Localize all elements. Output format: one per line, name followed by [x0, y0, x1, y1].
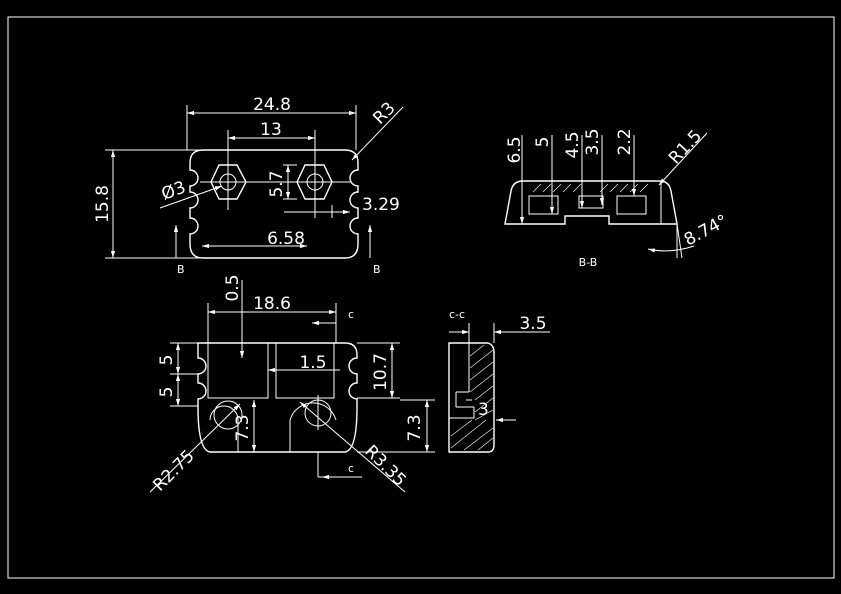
dim-3-cc: 3	[478, 400, 489, 420]
section-bb-hatch	[532, 183, 649, 193]
dim-5-7: 5.7	[267, 170, 287, 197]
dim-24-8: 24.8	[253, 95, 291, 115]
dim-r1-5: R1.5	[665, 126, 706, 168]
drawing-frame	[7, 16, 835, 579]
dim-7-3-right: 7.3	[405, 414, 425, 441]
top-view: 24.8 13 R3 15.8 Ø3 5.7 3.29 6.58 B B	[93, 95, 404, 276]
dim-r2-75: R2.75	[149, 446, 198, 495]
dim-2-2: 2.2	[615, 128, 635, 155]
front-view: 0.5 18.6 c 5 5 1.5 10.7 7.3 7.3	[149, 274, 435, 496]
section-mark-b-left: B	[177, 263, 185, 276]
top-view-outline	[189, 149, 359, 259]
dim-18-6: 18.6	[253, 294, 291, 314]
dim-10-7: 10.7	[371, 353, 391, 391]
section-cc-view: c-c 3.5 3	[448, 308, 550, 453]
section-mark-c-bottom: c	[348, 462, 354, 475]
section-cc-hatch	[450, 344, 494, 451]
dim-4-5: 4.5	[563, 131, 583, 158]
dim-5-lower: 5	[157, 387, 177, 398]
dim-1-5: 1.5	[299, 353, 326, 373]
dim-r3-35: R3.35	[360, 441, 409, 490]
dim-7-3-left: 7.3	[233, 414, 253, 441]
dim-15-8: 15.8	[93, 185, 113, 223]
dim-6-58: 6.58	[267, 229, 305, 249]
dim-3-29: 3.29	[362, 195, 400, 215]
dim-3-5-bb: 3.5	[583, 128, 603, 155]
dim-0-5: 0.5	[223, 274, 243, 301]
section-mark-c-top: c	[348, 308, 354, 321]
dim-13: 13	[260, 120, 282, 140]
dim-angle-8-74: 8.74°	[681, 211, 731, 250]
dim-3-5-cc: 3.5	[519, 314, 546, 334]
dim-5-bb: 5	[533, 137, 553, 148]
section-bb-outline	[504, 180, 678, 225]
dim-r3: R3	[369, 98, 399, 128]
front-view-outline	[197, 342, 358, 453]
dim-5-upper: 5	[157, 355, 177, 366]
section-cc-label: c-c	[449, 308, 465, 321]
section-bb-view: 6.5 5 4.5 3.5 2.2 R1.5 8.74° B-B	[504, 126, 731, 269]
section-cc-outline	[448, 342, 495, 453]
dim-dia-3: Ø3	[159, 178, 189, 205]
dim-6-5: 6.5	[505, 136, 525, 163]
section-mark-b-right: B	[373, 263, 381, 276]
front-hole-left	[213, 400, 243, 430]
section-bb-label: B-B	[579, 256, 598, 269]
